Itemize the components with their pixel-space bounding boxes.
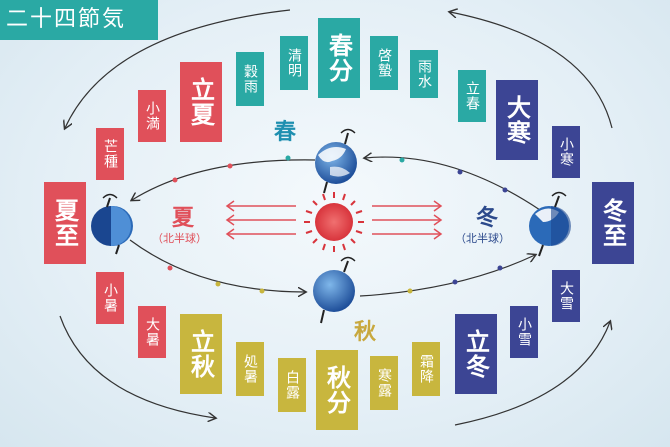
- term-keichitsu: 啓蟄: [370, 36, 398, 90]
- earth-icon-autumn: [313, 256, 356, 324]
- page-title: 二十四節気: [0, 0, 158, 40]
- term-hakuro: 白露: [278, 358, 306, 412]
- term-daikan: 大寒: [496, 80, 538, 160]
- term-risshu: 立秋: [180, 314, 222, 394]
- earth-icon-winter: [529, 191, 571, 257]
- sunlight-arrows-left: [225, 200, 296, 240]
- season-label-summer: 夏: [172, 205, 195, 231]
- outer-arc-bottom-left: [59, 315, 215, 418]
- hemisphere-label-winter: （北半球）: [455, 232, 510, 245]
- term-toji: 冬至: [592, 182, 634, 264]
- season-label-autumn: 秋: [354, 319, 377, 345]
- term-kanro: 寒露: [370, 356, 398, 410]
- term-taisetsu: 大雪: [552, 270, 580, 322]
- term-geshi: 夏至: [44, 182, 86, 264]
- orbit-top-left: [132, 159, 316, 200]
- term-shubun: 秋分: [316, 350, 358, 430]
- season-label-spring: 春: [274, 119, 297, 145]
- earth-icon-spring: [315, 128, 357, 194]
- term-shunbun: 春分: [318, 18, 360, 98]
- term-shosetsu: 小雪: [510, 306, 538, 358]
- orbit-bottom-left: [129, 239, 305, 292]
- term-taisho: 大暑: [138, 306, 166, 358]
- term-shokan: 小寒: [552, 126, 580, 178]
- outer-arc-bottom-right: [454, 322, 610, 426]
- term-soko: 霜降: [412, 342, 440, 396]
- term-usui: 雨水: [410, 50, 438, 98]
- season-label-winter: 冬: [476, 205, 499, 231]
- term-shosho2: 処暑: [236, 342, 264, 396]
- outer-arc-top-left: [65, 9, 291, 128]
- term-kokuu: 穀雨: [236, 52, 264, 106]
- orbit-top-right: [365, 157, 541, 211]
- orbit-bottom-right: [359, 255, 535, 297]
- term-risshun: 立春: [458, 70, 486, 122]
- sun-icon: [304, 192, 364, 252]
- term-rikka: 立夏: [180, 62, 222, 142]
- term-shosho: 小暑: [96, 272, 124, 324]
- orbit-dots: [167, 155, 508, 294]
- sunlight-arrows-right: [372, 200, 443, 240]
- term-boshu: 芒種: [96, 128, 124, 180]
- term-ritto: 立冬: [455, 314, 497, 394]
- term-seimei: 清明: [280, 36, 308, 90]
- earth-icon-summer: [91, 193, 133, 255]
- outer-arc-top-right: [450, 12, 613, 129]
- term-shoman: 小満: [138, 90, 166, 142]
- hemisphere-label-summer: （北半球）: [152, 232, 207, 245]
